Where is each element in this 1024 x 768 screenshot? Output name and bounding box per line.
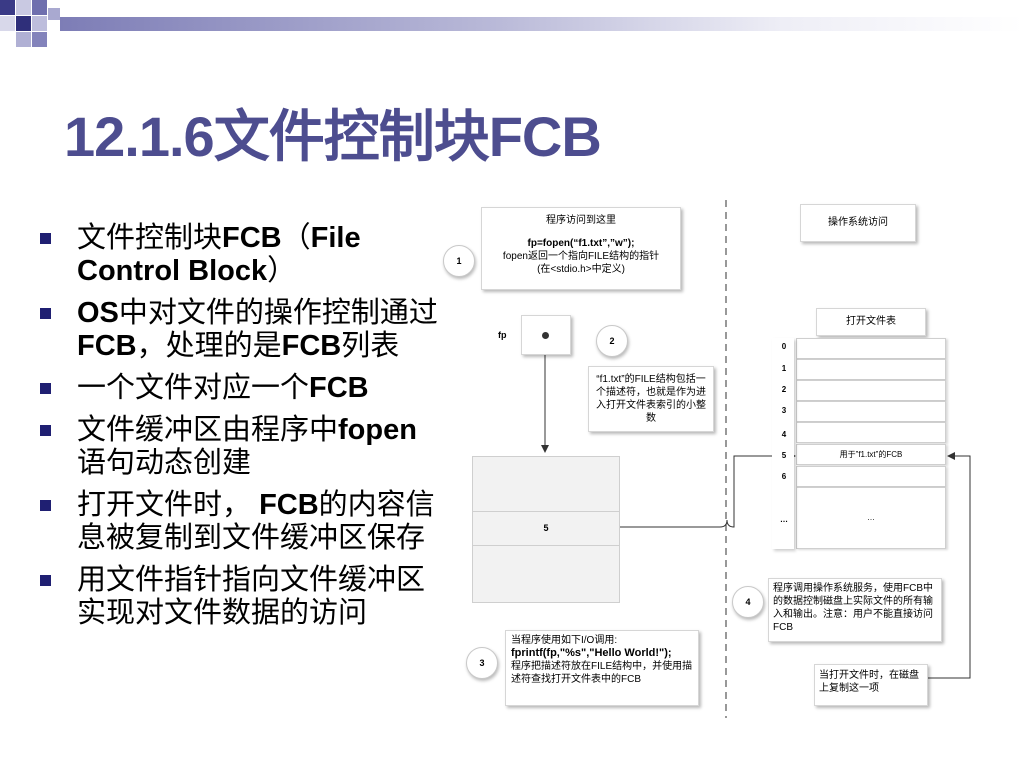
square-bullet-icon (40, 233, 51, 244)
step-2-circle: 2 (596, 325, 628, 357)
disk-copy-box: 当打开文件时，在磁盘上复制这一项 (814, 664, 928, 706)
table-row (796, 338, 946, 359)
bullet-item: 打开文件时， FCB的内容信息被复制到文件缓冲区保存 (40, 489, 440, 555)
table-index: … (780, 515, 788, 524)
deco-square (0, 0, 15, 15)
table-index: 5 (781, 451, 787, 460)
table-row (796, 466, 946, 487)
deco-square (16, 16, 31, 31)
bullet-item: 文件控制块FCB（File Control Block） (40, 222, 440, 288)
table-row (796, 422, 946, 443)
square-bullet-icon (40, 308, 51, 319)
square-bullet-icon (40, 383, 51, 394)
step-4-box: 程序调用操作系统服务，使用FCB中的数据控制磁盘上实际文件的所有输入和输出。注意… (768, 578, 942, 642)
square-bullet-icon (40, 425, 51, 436)
table-index: 0 (781, 342, 787, 351)
table-row (796, 401, 946, 422)
table-row-ellipsis: … (796, 487, 946, 549)
bullet-item: OS中对文件的操作控制通过FCB，处理的是FCB列表 (40, 297, 440, 363)
step-1-box: 程序访问到这里 fp=fopen(“f1.txt”,”w”); fopen返回一… (481, 207, 681, 290)
header-decoration (0, 0, 1024, 60)
deco-square (16, 0, 31, 15)
bullet-item: 文件缓冲区由程序中fopen语句动态创建 (40, 414, 440, 480)
deco-square (32, 0, 47, 15)
deco-square (0, 16, 15, 31)
os-access-label: 操作系统访问 (800, 204, 916, 242)
table-row (796, 380, 946, 401)
open-table-title: 打开文件表 (816, 308, 926, 336)
square-bullet-icon (40, 500, 51, 511)
buffer-segment (472, 545, 620, 603)
buffer-segment (472, 456, 620, 512)
header-gradient-bar (60, 17, 1024, 31)
disk-copy-arrow (928, 452, 971, 679)
deco-square (48, 8, 60, 20)
table-row-fcb: 用于”f1.txt”的FCB (796, 444, 946, 465)
buffer-to-fcb-arrow (620, 452, 796, 528)
table-row (796, 359, 946, 380)
step-4-circle: 4 (732, 586, 764, 618)
step-3-box: 当程序使用如下I/O调用: fprintf(fp,"%s","Hello Wor… (505, 630, 699, 706)
table-index: 6 (781, 472, 787, 481)
table-index: 1 (781, 364, 787, 373)
fp-variable-box (521, 315, 571, 355)
buffer-segment-fcb: 5 (472, 511, 620, 546)
deco-square (16, 32, 31, 47)
bullet-item: 用文件指针指向文件缓冲区实现对文件数据的访问 (40, 564, 440, 630)
bullet-item: 一个文件对应一个FCB (40, 372, 440, 405)
step-1-circle: 1 (443, 245, 475, 277)
step-3-circle: 3 (466, 647, 498, 679)
table-index-column (772, 338, 794, 549)
page-title: 12.1.6文件控制块FCB (64, 105, 602, 168)
step-2-box: “f1.txt”的FILE结构包括一个描述符，也就是作为进入打开文件表索引的小整… (588, 366, 714, 432)
deco-square (32, 32, 47, 47)
table-index: 4 (781, 430, 787, 439)
square-bullet-icon (40, 575, 51, 586)
fp-label: fp (498, 330, 507, 340)
pointer-dot-icon (542, 332, 549, 339)
deco-square (32, 16, 47, 31)
bullet-list: 文件控制块FCB（File Control Block） OS中对文件的操作控制… (40, 222, 440, 639)
table-index: 3 (781, 406, 787, 415)
table-index: 2 (781, 385, 787, 394)
